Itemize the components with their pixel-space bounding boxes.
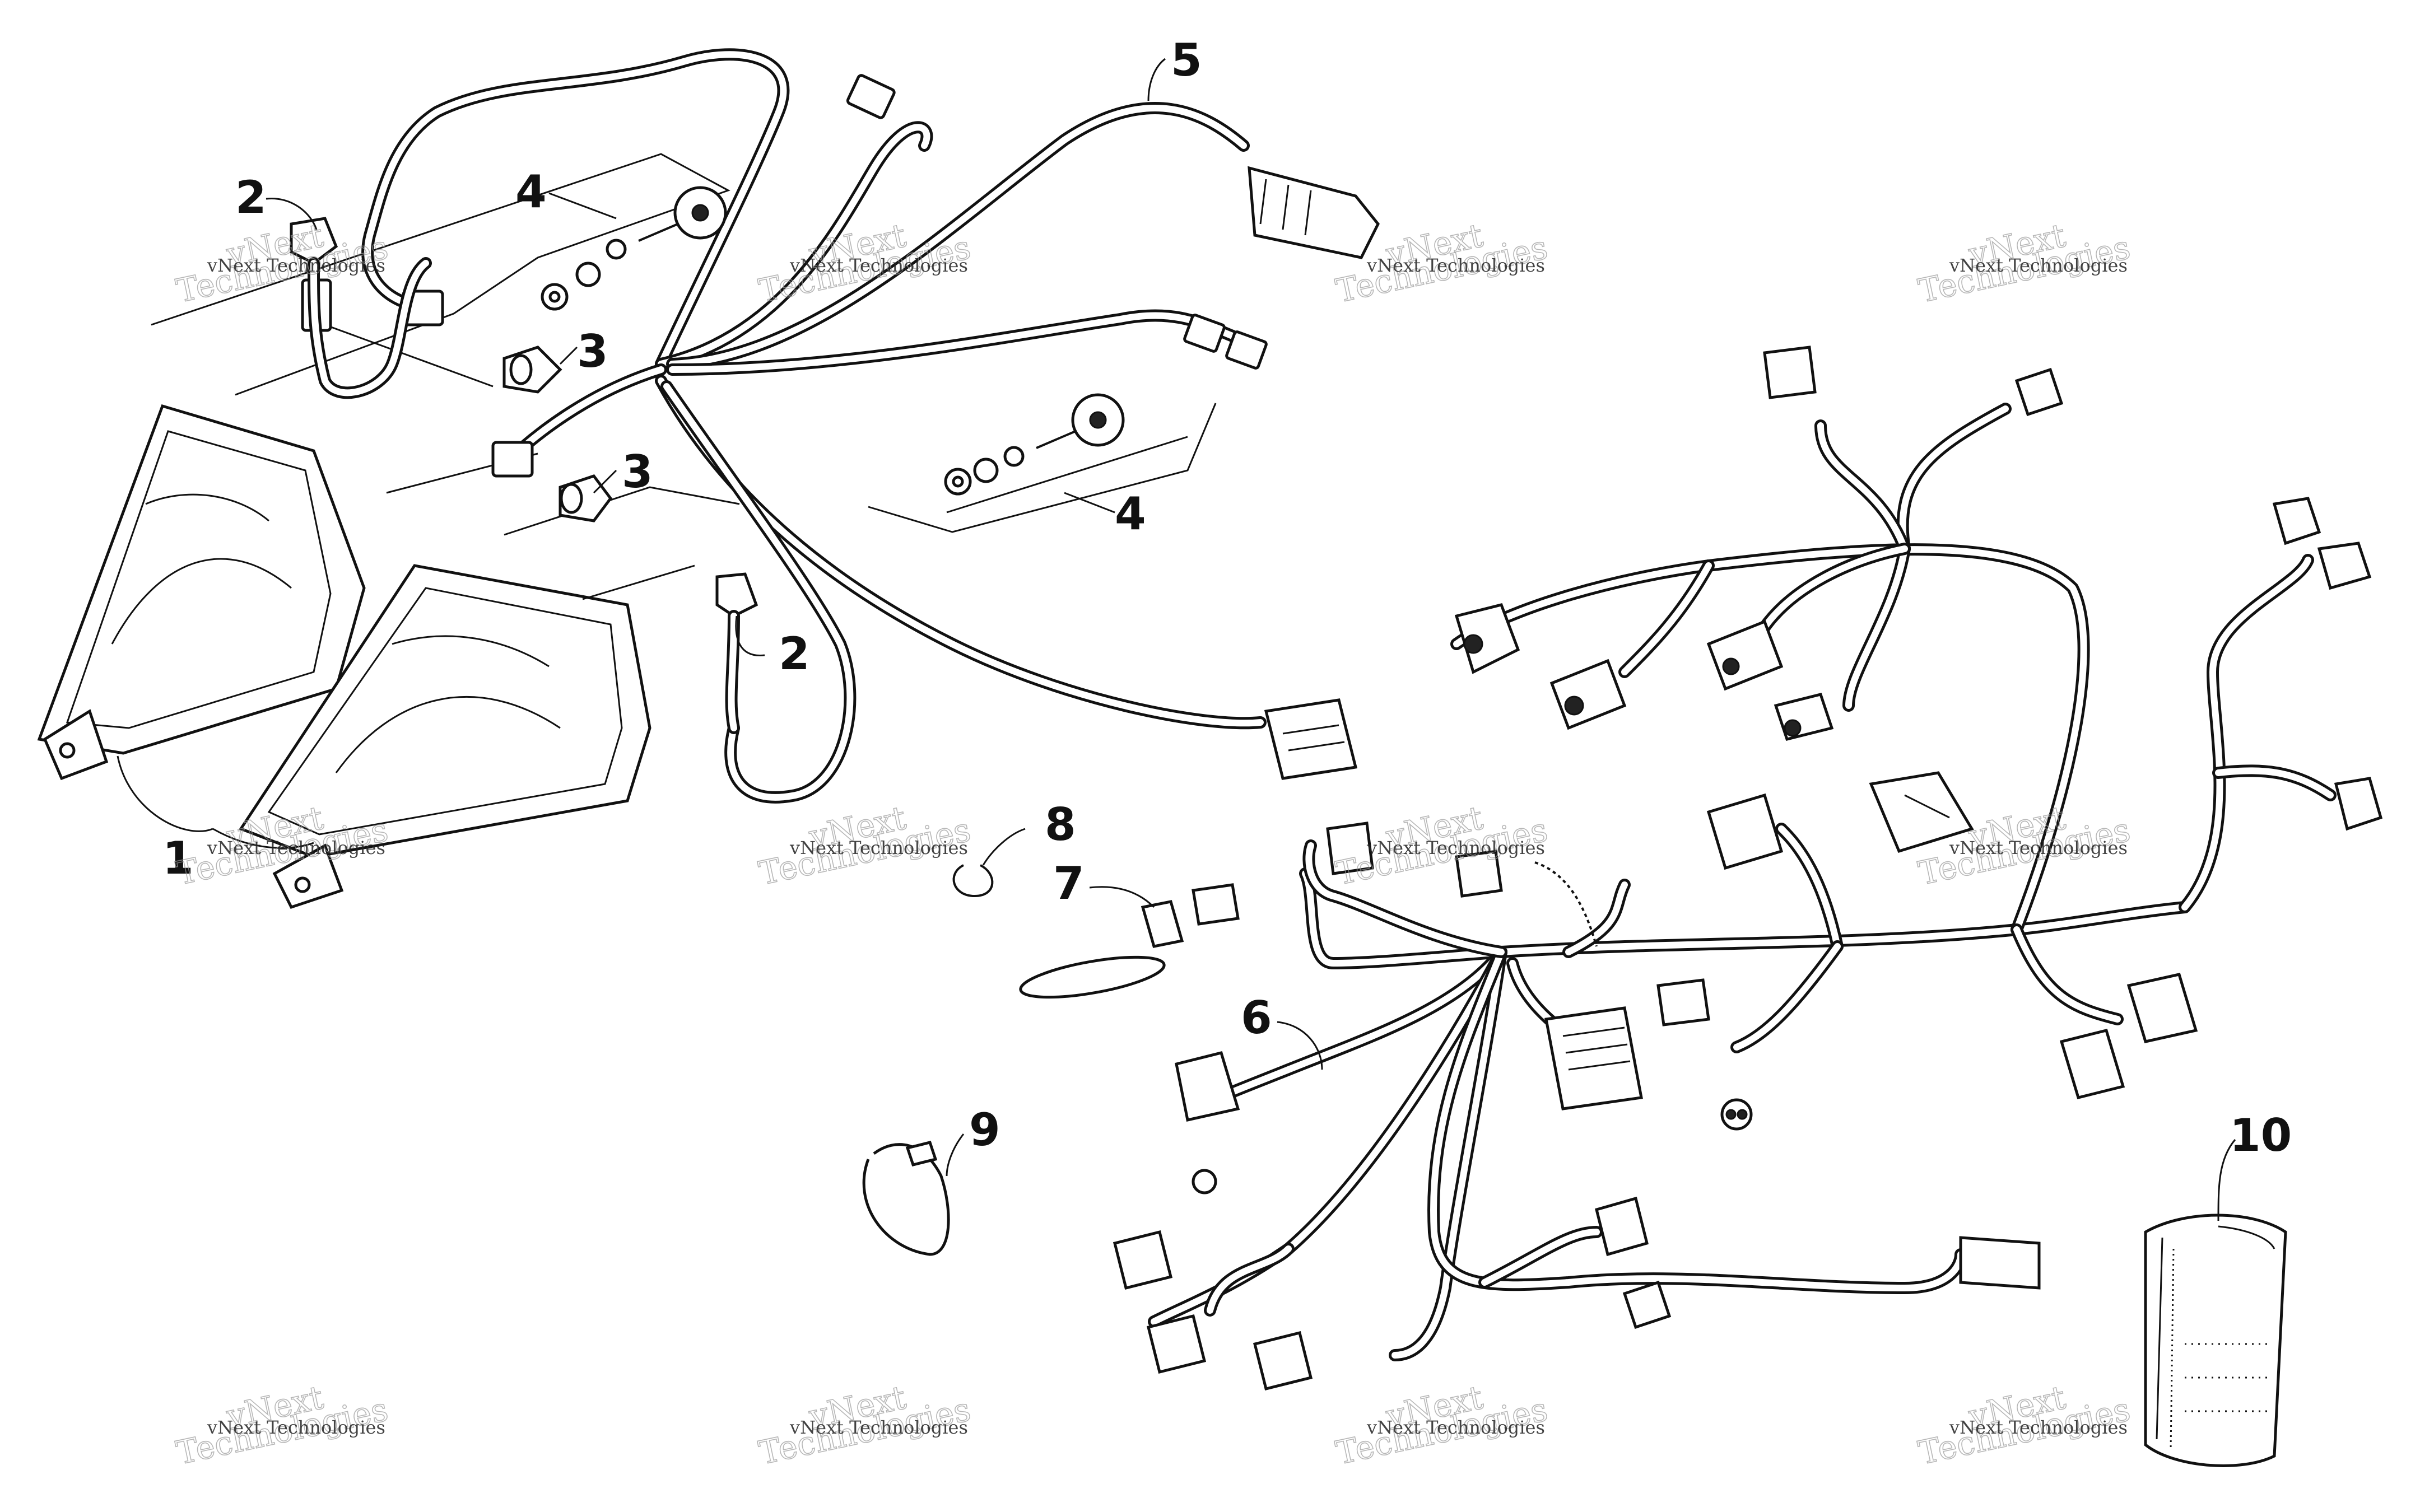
harness-6-connectors xyxy=(1113,346,2383,1391)
svg-text:vNext Technologies: vNext Technologies xyxy=(789,1417,968,1438)
snap-ring xyxy=(952,864,994,898)
callout-1: 1 xyxy=(162,832,194,884)
harness-5-connectors xyxy=(301,74,1380,780)
headlight-adjuster-lower xyxy=(944,393,1125,496)
watermark: vNext Technologies vNext Technologies xyxy=(173,1378,392,1472)
callout-8: 8 xyxy=(1045,799,1076,851)
bulb-upper xyxy=(502,346,562,394)
svg-text:vNext Technologies: vNext Technologies xyxy=(1366,1417,1545,1438)
bulb-socket-upper xyxy=(290,217,432,399)
callout-2-upper: 2 xyxy=(235,171,267,223)
headlight-right xyxy=(239,564,651,909)
svg-text:vNext Technologies: vNext Technologies xyxy=(207,255,385,276)
svg-text:vNext Technologies: vNext Technologies xyxy=(1949,1417,2128,1438)
bulb-socket-lower xyxy=(715,572,758,734)
svg-text:vNext Technologies: vNext Technologies xyxy=(1366,837,1545,858)
callout-10: 10 xyxy=(2230,1109,2292,1161)
watermark: vNext Technologies vNext Technologies xyxy=(755,1378,974,1472)
svg-text:vNext Technologies: vNext Technologies xyxy=(1949,255,2128,276)
callout-6: 6 xyxy=(1241,992,1272,1044)
watermark: vNext Technologies vNext Technologies xyxy=(1332,1378,1551,1472)
exploded-guide-lines xyxy=(151,153,1217,600)
callout-3-upper: 3 xyxy=(577,325,608,377)
headlight-harness xyxy=(361,48,1267,804)
callout-5: 5 xyxy=(1171,34,1202,86)
callout-leaders xyxy=(266,58,2236,1221)
callout-labels: 1 2 2 3 3 4 4 5 6 7 8 9 10 xyxy=(162,34,2292,1161)
main-harness xyxy=(1148,403,2337,1361)
watermark: vNext Technologies vNext Technologies xyxy=(1915,798,2134,893)
callout-9: 9 xyxy=(969,1104,1000,1156)
headlight-left xyxy=(37,404,366,781)
watermark: vNext Technologies vNext Technologies xyxy=(1915,1378,2134,1472)
svg-text:vNext Technologies: vNext Technologies xyxy=(207,1417,385,1438)
watermark: vNext Technologies vNext Technologies xyxy=(173,216,392,310)
callout-3-lower: 3 xyxy=(622,446,653,498)
callout-2-lower: 2 xyxy=(779,628,810,680)
protective-sleeve xyxy=(2144,1214,2287,1467)
callout-1-leader xyxy=(117,755,213,832)
callout-4-upper: 4 xyxy=(515,166,547,218)
callout-4-lower: 4 xyxy=(1115,488,1146,540)
svg-text:vNext Technologies: vNext Technologies xyxy=(1366,255,1545,276)
svg-text:vNext Technologies: vNext Technologies xyxy=(207,837,385,858)
protective-cap xyxy=(1019,900,1184,999)
headlight-adjuster-upper xyxy=(541,186,727,311)
cable-tie xyxy=(862,1141,950,1256)
bulb-lower xyxy=(559,474,613,522)
coiled-wire xyxy=(1534,861,1598,947)
watermark: vNext Technologies vNext Technologies xyxy=(755,798,974,893)
watermark: vNext Technologies vNext Technologies xyxy=(1915,216,2134,310)
svg-text:vNext Technologies: vNext Technologies xyxy=(789,837,968,858)
callout-7: 7 xyxy=(1053,857,1085,909)
svg-text:vNext Technologies: vNext Technologies xyxy=(1949,837,2128,858)
svg-text:vNext Technologies: vNext Technologies xyxy=(789,255,968,276)
